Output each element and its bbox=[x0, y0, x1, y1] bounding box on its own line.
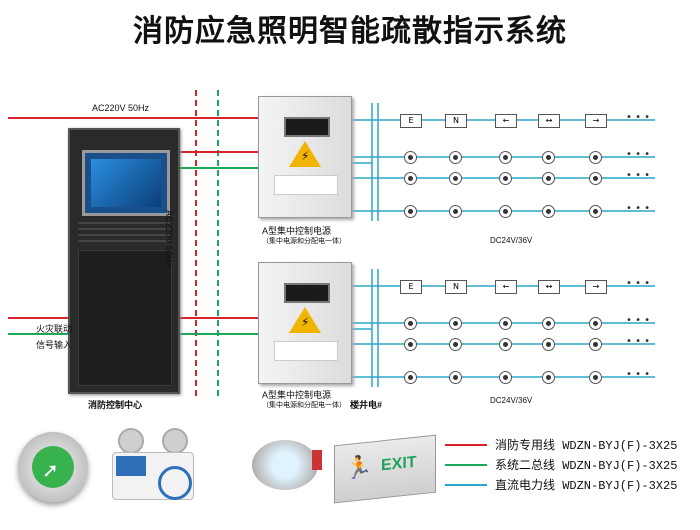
fixture-2-1-3 bbox=[499, 317, 512, 330]
panel-2-name: A型集中控制电源 bbox=[262, 390, 332, 400]
sign-box-1-1: E bbox=[400, 114, 422, 128]
panel-1-sub: （集中电源和分配电一体） bbox=[262, 238, 346, 245]
exit-sign-product: 🏃 EXIT bbox=[334, 434, 436, 504]
fixture-2-1-5 bbox=[589, 317, 602, 330]
sign-box-1-2: N bbox=[445, 114, 467, 128]
sign-box-2-4: ↔ bbox=[538, 280, 560, 294]
fixture-1-2-4 bbox=[542, 172, 555, 185]
more-dots-2-2: • • • bbox=[626, 315, 651, 326]
more-dots-1-2: • • • bbox=[626, 149, 651, 160]
power-label-top: AC220V 50Hz bbox=[92, 103, 150, 113]
sign-box-2-1: E bbox=[400, 280, 422, 294]
control-center-label: 消防控制中心 bbox=[88, 400, 143, 410]
legend-bus-line: 系统二总线 WDZN-BYJ(F)-3X25 bbox=[445, 456, 695, 474]
panel-2-sub: （集中电源和分配电一体） bbox=[262, 402, 346, 409]
sign-box-1-4: ↔ bbox=[538, 114, 560, 128]
fixture-1-1-1 bbox=[404, 151, 417, 164]
fixture-2-3-1 bbox=[404, 371, 417, 384]
fixture-1-3-3 bbox=[499, 205, 512, 218]
fixture-1-2-3 bbox=[499, 172, 512, 185]
fixture-2-3-5 bbox=[589, 371, 602, 384]
more-dots-1-3: • • • bbox=[626, 170, 651, 181]
sign-box-2-3: ← bbox=[495, 280, 517, 294]
fixture-1-1-2 bbox=[449, 151, 462, 164]
fixture-2-2-4 bbox=[542, 338, 555, 351]
fixture-1-2-2 bbox=[449, 172, 462, 185]
twin-spot-light-product bbox=[112, 426, 194, 500]
fixture-2-1-2 bbox=[449, 317, 462, 330]
legend-fire-line: 消防专用线 WDZN-BYJ(F)-3X25 bbox=[445, 436, 695, 454]
fixture-2-3-4 bbox=[542, 371, 555, 384]
more-dots-1-1: • • • bbox=[626, 112, 651, 123]
fixture-1-1-5 bbox=[589, 151, 602, 164]
fire-link-label: 火灾联动 bbox=[36, 324, 73, 334]
control-cabinet bbox=[68, 128, 180, 394]
signal-input-label: 信号输入 bbox=[36, 340, 73, 350]
fixture-2-2-1 bbox=[404, 338, 417, 351]
fixture-2-3-3 bbox=[499, 371, 512, 384]
dc-label-1: DC24V/36V bbox=[490, 236, 533, 245]
fixture-1-1-4 bbox=[542, 151, 555, 164]
dc-label-2: DC24V/36V bbox=[490, 396, 533, 405]
sign-box-2-2: N bbox=[445, 280, 467, 294]
page-title: 消防应急照明智能疏散指示系统 bbox=[133, 14, 567, 49]
downlight-product bbox=[252, 440, 322, 500]
control-power-panel-1: ⚡ bbox=[258, 96, 352, 218]
legend-dc-line: 直流电力线 WDZN-BYJ(F)-3X25 bbox=[445, 476, 695, 494]
fixture-1-2-1 bbox=[404, 172, 417, 185]
fixture-2-3-2 bbox=[449, 371, 462, 384]
fixture-2-1-4 bbox=[542, 317, 555, 330]
more-dots-2-3: • • • bbox=[626, 336, 651, 347]
fixture-1-3-2 bbox=[449, 205, 462, 218]
fixture-1-1-3 bbox=[499, 151, 512, 164]
panel-1-name: A型集中控制电源 bbox=[262, 226, 332, 236]
cabinet-monitor bbox=[82, 150, 170, 216]
sign-box-1-3: ← bbox=[495, 114, 517, 128]
fixture-1-3-5 bbox=[589, 205, 602, 218]
fixture-1-3-1 bbox=[404, 205, 417, 218]
sign-box-1-5: → bbox=[585, 114, 607, 128]
fixture-2-2-3 bbox=[499, 338, 512, 351]
exit-sign-text: EXIT bbox=[381, 453, 417, 475]
fixture-1-3-4 bbox=[542, 205, 555, 218]
fixture-2-2-5 bbox=[589, 338, 602, 351]
more-dots-2-1: • • • bbox=[626, 278, 651, 289]
control-power-panel-2: ⚡ bbox=[258, 262, 352, 384]
shaft-label: 楼井电# bbox=[350, 400, 383, 410]
fixture-2-2-2 bbox=[449, 338, 462, 351]
sign-box-2-5: → bbox=[585, 280, 607, 294]
arrow-light-product: ➚ bbox=[18, 432, 88, 502]
fixture-2-1-1 bbox=[404, 317, 417, 330]
fixture-1-2-5 bbox=[589, 172, 602, 185]
power-label-vertical: AC220V 50Hz bbox=[164, 210, 174, 268]
more-dots-1-4: • • • bbox=[626, 203, 651, 214]
more-dots-2-4: • • • bbox=[626, 369, 651, 380]
